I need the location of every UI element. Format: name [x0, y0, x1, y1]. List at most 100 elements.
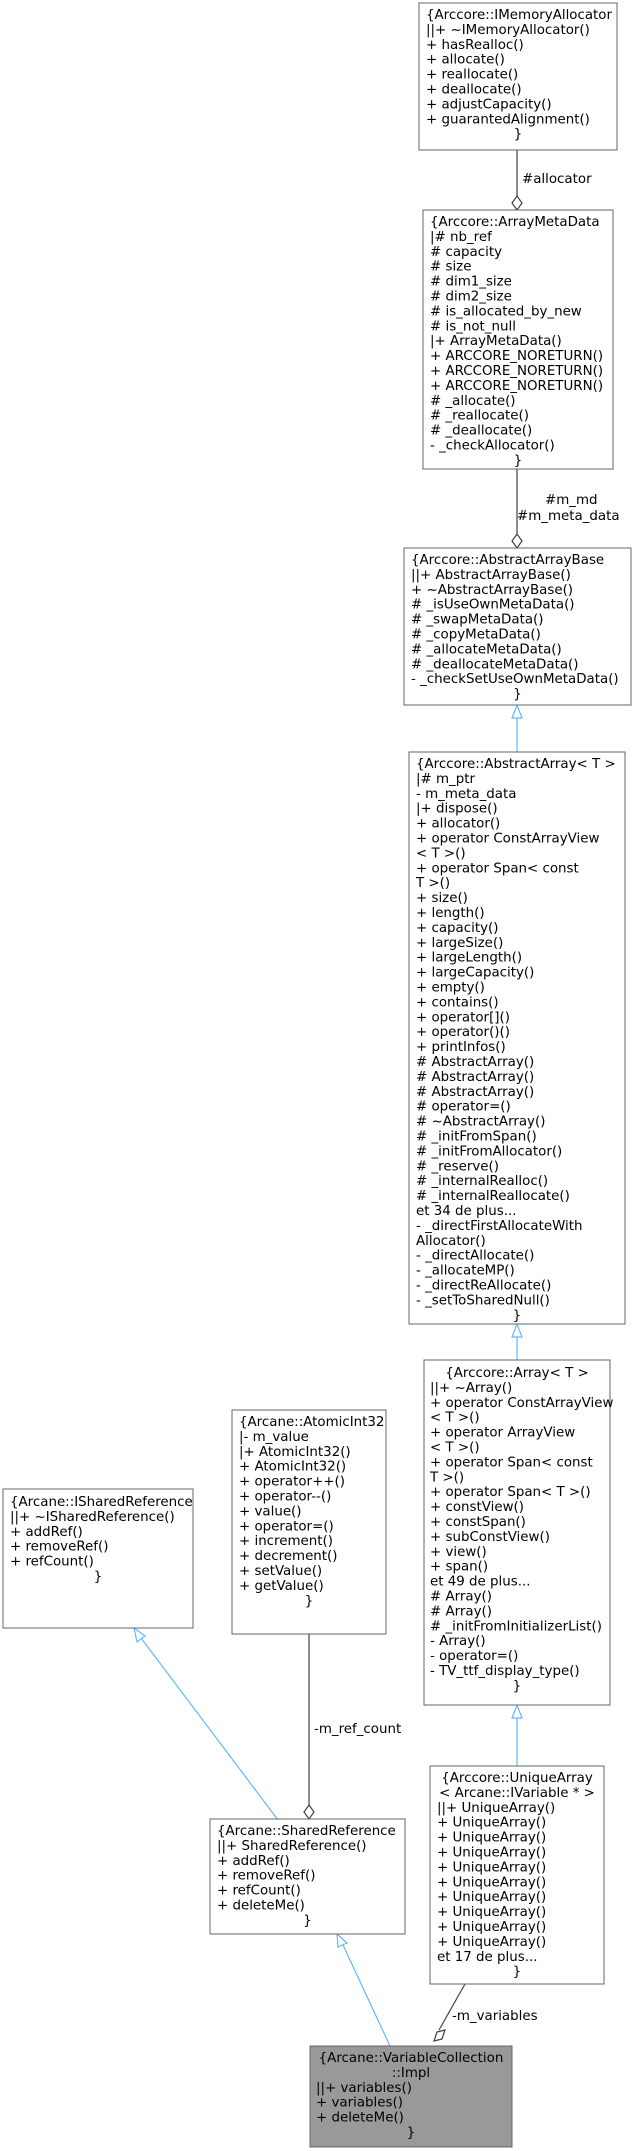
class-member: + decrement() [239, 1549, 338, 1564]
class-member: - _directAllocate() [416, 1249, 534, 1264]
class-member: # _reallocate() [430, 409, 529, 424]
class-member: # _allocate() [430, 394, 516, 409]
class-isharedreference[interactable]: {Arcane::ISharedReference||+ ~ISharedRef… [2, 1488, 194, 1629]
class-close-brace: } [305, 1594, 314, 1609]
class-imemoryallocator[interactable]: {Arccore::IMemoryAllocator||+ ~IMemoryAl… [418, 2, 618, 151]
class-arraymetadata[interactable]: {Arccore::ArrayMetaData|# nb_ref# capaci… [422, 209, 614, 470]
class-member: # operator=() [416, 1100, 511, 1115]
class-member: - _checkAllocator() [430, 439, 555, 454]
class-member: + setValue() [239, 1564, 322, 1579]
edge-label-m-meta-data: #m_meta_data [517, 509, 620, 524]
class-atomicint32[interactable]: {Arcane::AtomicInt32|- m_value|+ AtomicI… [231, 1409, 387, 1635]
class-member: # ~AbstractArray() [416, 1115, 545, 1130]
class-close-brace: } [94, 1570, 103, 1585]
class-member: + UniqueArray() [437, 1905, 546, 1920]
class-uniquearray[interactable]: {Arccore::UniqueArray< Arcane::IVariable… [429, 1765, 605, 1985]
class-member: + UniqueArray() [437, 1920, 546, 1935]
class-member: + operator Span< T >() [430, 1485, 591, 1500]
class-member: + capacity() [416, 921, 498, 936]
class-member: # capacity [430, 245, 502, 260]
edge-label-ref-count: -m_ref_count [314, 1722, 401, 1737]
class-title: {Arccore::AbstractArray< T > [416, 757, 616, 772]
class-member: + refCount() [10, 1555, 94, 1570]
class-member: + allocate() [426, 53, 505, 68]
class-member: + UniqueArray() [437, 1846, 546, 1861]
class-sharedreference[interactable]: {Arcane::SharedReference||+ SharedRefere… [209, 1818, 406, 1935]
class-member: # is_not_null [430, 319, 516, 334]
class-title: {Arccore::UniqueArray [441, 1771, 593, 1786]
edge-label-allocator: #allocator [522, 172, 592, 187]
edge-meta-data: #m_md #m_meta_data [511, 469, 620, 550]
class-member: # Array() [430, 1590, 492, 1605]
class-member: + operator ConstArrayView [416, 832, 599, 847]
class-member: + empty() [416, 981, 485, 996]
class-member: + deleteMe() [217, 1899, 305, 1914]
class-member: # AbstractArray() [416, 1085, 534, 1100]
class-member: T >() [429, 1470, 464, 1485]
class-member: + getValue() [239, 1579, 324, 1594]
class-member: # Array() [430, 1604, 492, 1619]
class-member: + size() [416, 891, 468, 906]
class-member: # _copyMetaData() [411, 628, 541, 643]
class-member: # _initFromInitializerList() [430, 1619, 602, 1634]
class-member: + operator[]() [416, 1010, 510, 1025]
class-member: + ARCCORE_NORETURN() [430, 349, 603, 364]
edge-inherit-abstractarraybase [511, 703, 523, 752]
class-member: + UniqueArray() [437, 1831, 546, 1846]
class-title: {Arcane::ISharedReference [10, 1495, 193, 1510]
class-member: - _directFirstAllocateWith [416, 1219, 583, 1234]
class-variablecollection-impl[interactable]: {Arcane::VariableCollection::Impl||+ var… [309, 2045, 513, 2148]
class-member: |+ ArrayMetaData() [430, 334, 562, 349]
class-member: + addRef() [217, 1854, 290, 1869]
class-member: - operator=() [430, 1649, 518, 1664]
class-member: + operator Span< const [430, 1455, 593, 1470]
class-close-brace: } [514, 453, 523, 468]
class-member: ||+ ~Array() [430, 1381, 512, 1396]
class-title: {Arccore::AbstractArrayBase [411, 553, 604, 568]
class-member: + operator--() [239, 1490, 331, 1505]
class-member: + UniqueArray() [437, 1875, 546, 1890]
class-title: {Arccore::ArrayMetaData [430, 215, 600, 230]
class-member: ||+ ~ISharedReference() [10, 1510, 175, 1525]
class-member: ||+ SharedReference() [217, 1839, 367, 1854]
class-member: + value() [239, 1504, 302, 1519]
class-member: ||+ variables() [316, 2081, 412, 2096]
class-close-brace: } [514, 127, 523, 142]
class-member: + UniqueArray() [437, 1816, 546, 1831]
class-member: # _isUseOwnMetaData() [411, 598, 575, 613]
class-close-brace: } [513, 687, 522, 702]
class-member: + deallocate() [426, 83, 522, 98]
class-member: + operator Span< const [416, 861, 579, 876]
class-array[interactable]: {Arccore::Array< T >||+ ~Array()+ operat… [423, 1359, 613, 1706]
class-member: + addRef() [10, 1525, 83, 1540]
class-member: + largeLength() [416, 951, 522, 966]
class-member: + operator()() [416, 1025, 510, 1040]
class-member: # _internalRealloc() [416, 1174, 548, 1189]
class-member: + largeSize() [416, 936, 503, 951]
class-member: + allocator() [416, 817, 500, 832]
class-abstractarray[interactable]: {Arccore::AbstractArray< T >|# m_ptr- m_… [408, 751, 626, 1325]
class-member: - _checkSetUseOwnMetaData() [411, 672, 619, 687]
edge-ref-count: -m_ref_count [303, 1634, 401, 1821]
class-member: # AbstractArray() [416, 1055, 534, 1070]
class-member: + subConstView() [430, 1530, 550, 1545]
class-abstractarraybase[interactable]: {Arccore::AbstractArrayBase||+ AbstractA… [403, 547, 632, 706]
class-title: {Arcane::AtomicInt32 [239, 1415, 384, 1430]
class-member: + UniqueArray() [437, 1935, 546, 1950]
class-member: + ~AbstractArrayBase() [411, 583, 573, 598]
class-member: # _swapMetaData() [411, 613, 543, 628]
class-title: {Arcane::VariableCollection [319, 2051, 504, 2066]
class-member: + contains() [416, 995, 499, 1010]
edge-inherit-array [511, 1703, 523, 1766]
class-member: ||+ ~IMemoryAllocator() [426, 23, 590, 38]
class-member: # _initFromSpan() [416, 1130, 537, 1145]
class-member: + removeRef() [217, 1869, 315, 1884]
class-member: |+ AtomicInt32() [239, 1445, 351, 1460]
class-member: ::Impl [392, 2066, 430, 2081]
class-member: et 34 de plus... [416, 1204, 517, 1219]
class-member: + constView() [430, 1500, 524, 1515]
class-close-brace: } [407, 2126, 416, 2141]
class-title: {Arccore::IMemoryAllocator [426, 8, 612, 23]
